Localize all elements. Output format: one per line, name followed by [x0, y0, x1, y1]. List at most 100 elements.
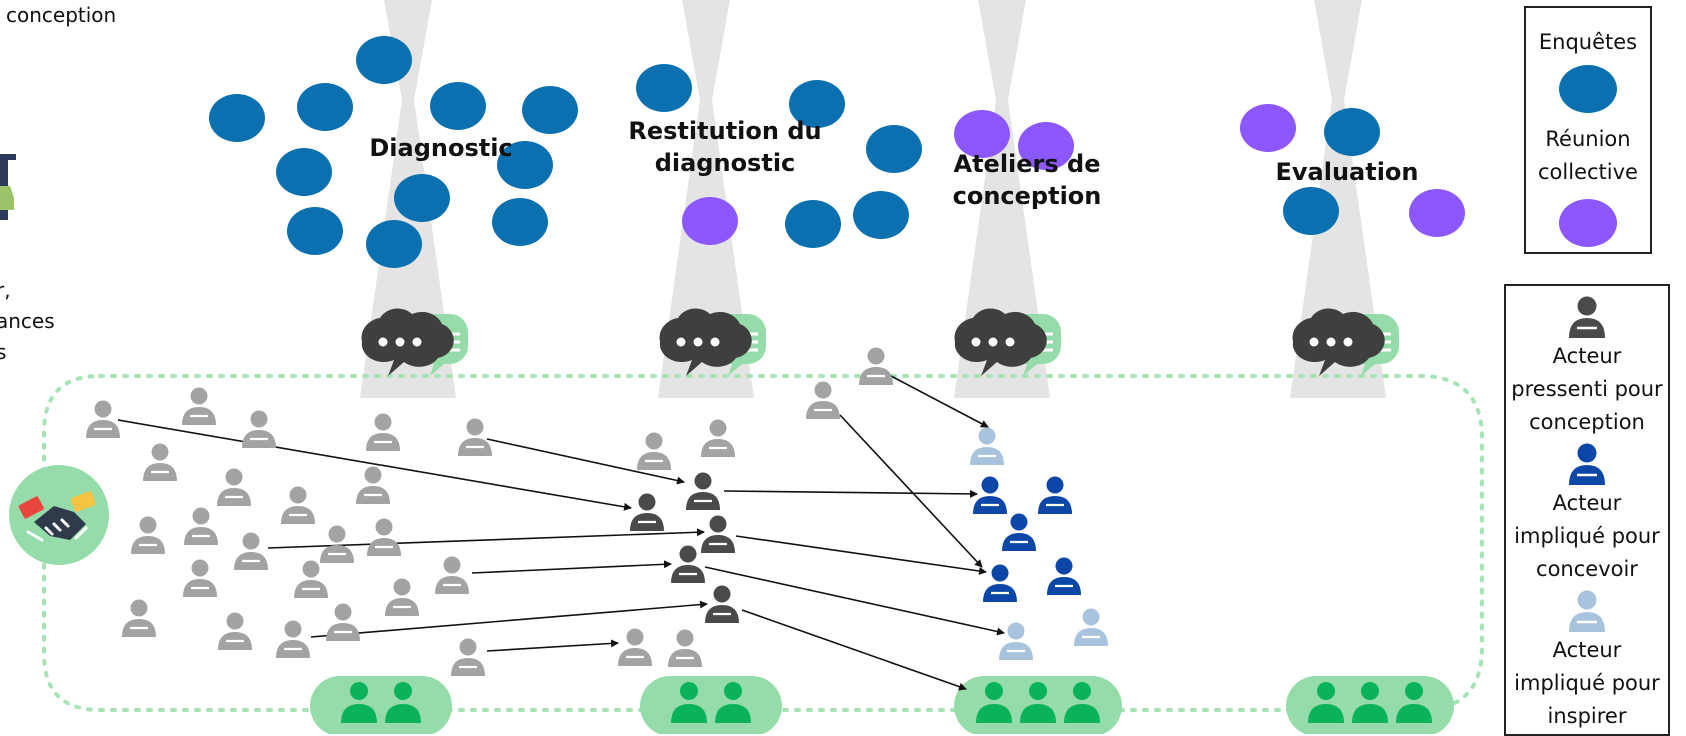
speech-bubbles-icon: [1292, 308, 1399, 376]
speech-bubbles-icon: [954, 308, 1061, 376]
hourglass-beam-icon: [1290, 0, 1386, 398]
legend-pressenti-line: Acteur: [1552, 344, 1622, 368]
actor-icon: [367, 518, 401, 556]
enquete-dot: [366, 220, 422, 268]
legend-enquetes-label: Enquêtes: [1538, 30, 1638, 54]
reunion-dot: [682, 197, 738, 245]
actor-arrow: [471, 560, 672, 574]
actor-pressenti-icon: [705, 585, 739, 623]
reunion-dot: [1240, 104, 1296, 152]
actor-icon: [320, 525, 354, 563]
actor-arrow: [890, 375, 989, 428]
enquete-dot: [276, 148, 332, 196]
enquete-dot: [356, 36, 412, 84]
legend-reunion-label-line2: collective: [1538, 160, 1638, 184]
group-badges: [310, 676, 1454, 734]
actor-icon: [806, 381, 840, 419]
clipped-side-text: r, ances s: [0, 275, 55, 368]
actor-icon: [234, 532, 268, 570]
enquete-dot: [785, 200, 841, 248]
actor-icon: [86, 400, 120, 438]
actor-icon: [701, 419, 735, 457]
actor-icon: [217, 468, 251, 506]
actor-arrow: [741, 609, 967, 691]
actor-arrow: [723, 489, 978, 498]
actor-icon: [218, 612, 252, 650]
actor-concevoir-icon: [973, 476, 1007, 514]
actor-concevoir-icon: [983, 564, 1017, 602]
handshake-icon: [9, 465, 109, 565]
actor-icon: [122, 599, 156, 637]
actor-pressenti-icon: [701, 515, 735, 553]
legend-actors: Acteur pressenti pour conception Acteur …: [1504, 284, 1670, 736]
actor-icon: [326, 603, 360, 641]
actor-icon: [668, 629, 702, 667]
enquete-dot: [866, 125, 922, 173]
actor-inspirer-icon: [970, 427, 1004, 465]
actor-icon: [637, 432, 671, 470]
enquete-dot: [789, 80, 845, 128]
speech-bubbles-icon: [361, 308, 468, 376]
enquete-dot: [297, 83, 353, 131]
actor-icon: [618, 628, 652, 666]
actor-icon: [859, 347, 893, 385]
enquete-dot: [853, 191, 909, 239]
reunion-dot: [1409, 189, 1465, 237]
actor-icon: [281, 486, 315, 524]
actor-arrow: [704, 566, 1005, 636]
actor-inspirer-icon: [999, 622, 1033, 660]
actor-icon: [294, 560, 328, 598]
actors: [86, 347, 1108, 676]
legend-concevoir-line: impliqué pour: [1514, 524, 1660, 548]
legend-inspirer-line: impliqué pour: [1514, 671, 1660, 695]
phase-title-evaluation: Evaluation: [1275, 158, 1418, 186]
phase-title-diagnostic: Diagnostic: [369, 134, 512, 162]
clipped-side-line: s: [0, 340, 7, 364]
enquete-dot: [522, 86, 578, 134]
actor-arrow: [486, 438, 685, 485]
actor-arrow: [310, 600, 708, 638]
legend-reunion-label-line1: Réunion: [1545, 127, 1631, 151]
actor-arrow: [839, 414, 983, 568]
actor-icon: [183, 559, 217, 597]
enquete-dot-icon: [1559, 65, 1617, 113]
group-people-icon: [1286, 676, 1454, 734]
enquete-dot: [394, 174, 450, 222]
actor-icon: [451, 638, 485, 676]
legend-pressenti-line: conception: [1529, 410, 1645, 434]
clipped-side-line: r,: [0, 278, 11, 302]
actor-pressenti-icon: [671, 545, 705, 583]
legend-concevoir-line: concevoir: [1536, 557, 1638, 581]
actor-icon: [182, 387, 216, 425]
clipped-side-line: ances: [0, 309, 55, 333]
enquete-dot: [636, 64, 692, 112]
group-people-icon: [954, 676, 1122, 734]
actor-concevoir-icon: [1038, 476, 1072, 514]
actor-concevoir-icon: [1047, 557, 1081, 595]
legend-methods: Enquêtes Réunion collective: [1524, 6, 1652, 254]
legend-pressenti-line: pressenti pour: [1511, 377, 1663, 401]
actor-arrow: [735, 535, 987, 575]
actor-icon: [385, 578, 419, 616]
actor-icon: [131, 516, 165, 554]
actor-icon: [184, 507, 218, 545]
clipped-logo-fragment: [0, 154, 16, 220]
reunion-dot: [954, 110, 1010, 158]
enquete-dot: [430, 82, 486, 130]
actor-pressenti-icon: [1506, 286, 1668, 340]
actor-icon: [356, 466, 390, 504]
enquete-dot: [492, 198, 548, 246]
enquete-dot: [209, 94, 265, 142]
clipped-label-top: conception: [6, 3, 117, 27]
actor-icon: [366, 413, 400, 451]
actor-arrow: [117, 419, 632, 511]
actor-icon: [276, 620, 310, 658]
reunion-dot: [1018, 122, 1074, 170]
enquete-dot: [1324, 108, 1380, 156]
actor-inspirer-icon: [1074, 608, 1108, 646]
actor-icon: [242, 410, 276, 448]
